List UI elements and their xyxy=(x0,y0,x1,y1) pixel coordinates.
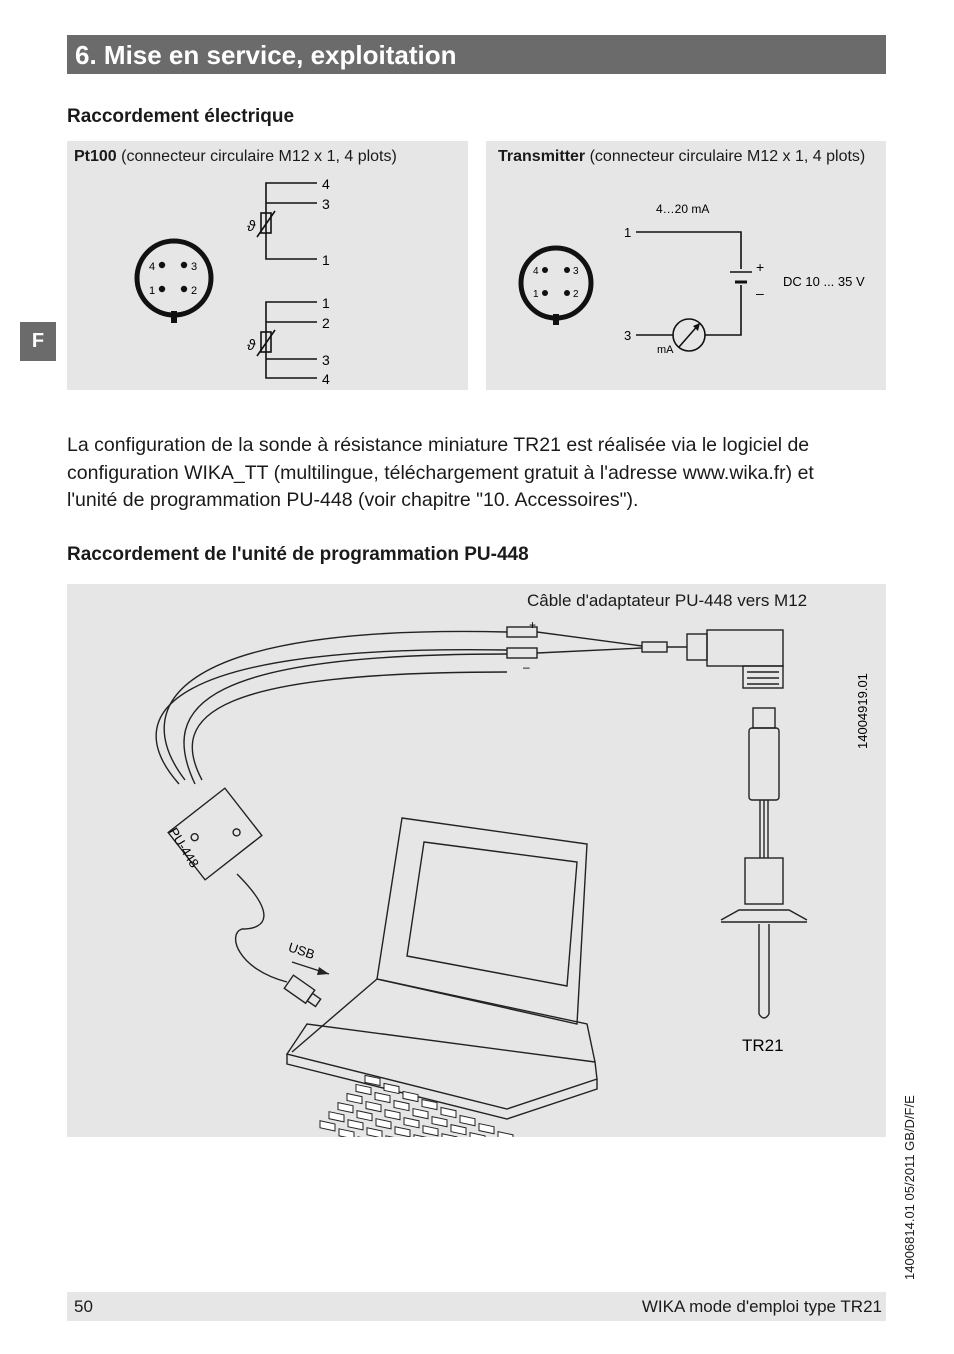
keyboard-key xyxy=(450,1124,467,1136)
keyboard-key xyxy=(469,1132,486,1137)
pu448-unit xyxy=(167,787,263,881)
section-heading-electrical: Raccordement électrique xyxy=(67,106,295,127)
meter-unit-label: mA xyxy=(657,344,674,356)
laptop-keyboard xyxy=(319,1074,514,1137)
keyboard-key xyxy=(440,1106,457,1119)
terminal-label: 3 xyxy=(322,352,330,368)
pin-label: 4 xyxy=(149,261,155,273)
pt100-wiring-diagram: 4 3 1 2 ϑ 4 3 1 ϑ 1 2 3 4 xyxy=(134,176,330,387)
pt100-panel: Pt100 (connecteur circulaire M12 x 1, 4 … xyxy=(67,141,468,390)
supply-voltage-label: DC 10 ... 35 V xyxy=(783,274,865,289)
page-footer: 50 WIKA mode d'emploi type TR21 xyxy=(67,1292,886,1321)
keyboard-key xyxy=(393,1099,410,1112)
keyboard-key xyxy=(459,1114,476,1127)
pt100-sensor-top xyxy=(256,182,317,260)
minus-symbol: – xyxy=(523,660,530,674)
keyboard-key xyxy=(402,1090,419,1103)
adapter-cable-label: Câble d'adaptateur PU-448 vers M12 xyxy=(527,591,808,610)
pt100-caption: Pt100 (connecteur circulaire M12 x 1, 4 … xyxy=(74,148,397,165)
theta-symbol: ϑ xyxy=(247,337,256,354)
meter-needle-arrow xyxy=(693,323,700,331)
pin-label: 2 xyxy=(191,285,197,297)
keyboard-key xyxy=(319,1120,336,1132)
keyboard-key xyxy=(328,1111,345,1123)
pin-label: 2 xyxy=(573,289,579,300)
keyboard-key xyxy=(478,1122,495,1135)
transmitter-panel: Transmitter (connecteur circulaire M12 x… xyxy=(486,141,886,390)
pin-label: 1 xyxy=(533,289,539,300)
programming-illustration: + – PU-448 USB TR21 14004919.01 xyxy=(155,618,870,1137)
usb-label: USB xyxy=(287,939,317,962)
transmitter-wiring-diagram: 4 3 1 2 4…20 mA 1 3 + – mA DC 10 ... 35 … xyxy=(518,202,865,356)
keyboard-key xyxy=(383,1082,400,1095)
keyboard-key xyxy=(403,1117,420,1129)
keyboard-key xyxy=(338,1128,355,1137)
keyboard-key xyxy=(431,1115,448,1128)
page-title-bar: 6. Mise en service, exploitation xyxy=(67,35,886,74)
keyboard-key xyxy=(413,1134,430,1137)
side-document-id: 14006814.01 05/2011 GB/D/F/E xyxy=(902,1095,917,1280)
terminal-label: 1 xyxy=(322,252,330,268)
keyboard-key xyxy=(364,1074,381,1087)
keyboard-key xyxy=(441,1133,458,1137)
keyboard-key xyxy=(365,1100,382,1113)
terminal-label: 3 xyxy=(322,196,330,212)
drawing-id: 14004919.01 xyxy=(855,673,870,749)
m12-connector-icon: 4 3 1 2 xyxy=(134,238,214,323)
minus-symbol: – xyxy=(756,285,764,301)
keyboard-key xyxy=(356,1110,373,1122)
pin-label: 3 xyxy=(191,261,197,273)
footer-doc-title: WIKA mode d'emploi type TR21 xyxy=(641,1297,882,1316)
pin-label: 4 xyxy=(533,266,539,277)
keyboard-key xyxy=(385,1135,402,1137)
keyboard-key xyxy=(375,1118,392,1130)
page-number: 50 xyxy=(74,1297,93,1316)
keyboard-key xyxy=(497,1131,514,1137)
keyboard-key xyxy=(421,1098,438,1111)
pt100-sensor-bottom xyxy=(256,301,317,379)
current-range-label: 4…20 mA xyxy=(656,202,709,216)
terminal-label: 3 xyxy=(624,328,631,343)
pin-label: 3 xyxy=(573,266,579,277)
keyboard-key xyxy=(394,1126,411,1137)
loop-circuit xyxy=(636,231,752,352)
keyboard-key xyxy=(366,1127,383,1137)
terminal-label: 4 xyxy=(322,371,330,387)
cable-lower xyxy=(183,653,508,785)
keyboard-key xyxy=(374,1091,391,1104)
keyboard-key xyxy=(355,1083,372,1096)
m12-connector-icon: 4 3 1 2 xyxy=(518,245,594,325)
cable-upper xyxy=(163,630,508,781)
terminal-label: 4 xyxy=(322,176,330,192)
keyboard-key xyxy=(337,1101,354,1114)
keyboard-key xyxy=(422,1125,439,1137)
configuration-paragraph: La configuration de la sonde à résistanc… xyxy=(67,434,814,511)
section-heading-programming: Raccordement de l'unité de programmation… xyxy=(67,544,529,565)
theta-symbol: ϑ xyxy=(247,218,256,235)
plus-symbol: + xyxy=(529,618,536,632)
page-title: 6. Mise en service, exploitation xyxy=(75,40,457,70)
keyboard-key xyxy=(384,1108,401,1121)
terminal-label: 1 xyxy=(322,295,330,311)
plus-symbol: + xyxy=(756,259,764,275)
language-tab: F xyxy=(20,322,56,361)
laptop-icon xyxy=(285,817,598,1120)
transmitter-caption: Transmitter (connecteur circulaire M12 x… xyxy=(498,148,866,165)
pin-label: 1 xyxy=(149,285,155,297)
keyboard-key xyxy=(347,1119,364,1131)
terminal-label: 1 xyxy=(624,225,631,240)
programming-illustration-panel: Câble d'adaptateur PU-448 vers M12 xyxy=(67,584,886,1137)
keyboard-key xyxy=(412,1107,429,1120)
pu448-label: PU-448 xyxy=(166,825,202,870)
keyboard-key xyxy=(346,1092,363,1105)
tr21-label: TR21 xyxy=(742,1036,784,1055)
terminal-label: 2 xyxy=(322,315,330,331)
usb-cable xyxy=(234,873,288,983)
